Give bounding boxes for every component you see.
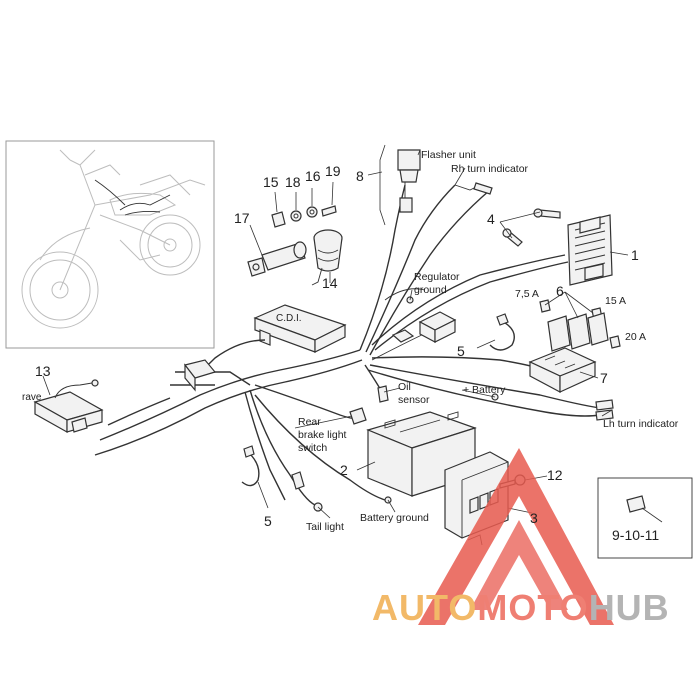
fuses [539,299,621,352]
label-battery-ground: Battery ground [360,512,429,524]
callout-15: 15 [263,174,279,190]
callout-8: 8 [356,168,364,184]
label-oil: Oil [398,381,411,393]
oil-sensor-lead [377,385,389,403]
label-rh-turn-indicator: Rh turn indicator [451,163,529,175]
cable-clip-lower [241,445,260,487]
label-sensor: sensor [398,394,430,406]
harness-connector [183,359,217,392]
lh-indicator-leads [595,399,614,421]
label-fuse-15a: 15 A [605,295,626,307]
watermark-logo: AUTO MOTO HUB [372,448,670,628]
watermark-auto: AUTO [372,587,477,628]
callout-13: 13 [35,363,51,379]
callout-16: 16 [305,168,321,184]
label-rear: Rear [298,416,321,428]
label-plus-battery: + Battery [463,384,506,396]
watermark-hub: HUB [589,587,670,628]
label-regulator: Regulator [414,271,460,283]
callout-5-upper: 5 [457,343,465,359]
label-fuse-20a: 20 A [625,331,646,343]
ignition-coil [311,229,343,286]
callout-6: 6 [556,283,564,299]
label-regulator-ground: ground [414,284,447,296]
label-rave: rave [22,392,42,403]
callout-9-10-11: 9-10-11 [612,527,659,543]
callout-4: 4 [487,211,495,227]
plug-small-parts [271,205,337,228]
callout-12: 12 [547,467,563,483]
watermark-moto: MOTO [477,587,588,628]
label-fuse-7-5a: 7,5 A [515,288,539,300]
label-brake-light: brake light [298,429,347,441]
regulator-ground-connector [391,296,457,343]
label-cdi: C.D.I. [276,313,302,324]
text-labels: Flasher unit Rh turn indicator Regulator… [22,149,679,533]
label-flasher-unit: Flasher unit [421,149,476,161]
spark-plug-cap [247,241,307,277]
flasher-unit [379,144,493,226]
motorcycle-inset [5,140,215,349]
rave-unit [33,379,104,434]
callout-18: 18 [285,174,301,190]
callout-numbers: 1 2 3 4 5 5 6 7 8 9-10-11 12 13 14 15 16… [35,163,659,543]
cable-clip-upper [489,313,515,351]
callout-1: 1 [631,247,639,263]
screws [502,208,561,247]
label-switch: switch [298,442,327,454]
callout-2: 2 [340,462,348,478]
label-lh-turn-indicator: Lh turn indicator [603,418,679,430]
cdi-unit [199,304,347,373]
callout-14: 14 [322,275,338,291]
callout-19: 19 [325,163,341,179]
callout-3: 3 [530,510,538,526]
callout-5-lower: 5 [264,513,272,529]
regulator [567,214,613,286]
fuse-inset [597,477,693,559]
callout-17: 17 [234,210,250,226]
rear-brake-switch [349,407,367,425]
fuse-box [491,347,597,401]
callout-7: 7 [600,370,608,386]
label-tail-light: Tail light [306,521,344,533]
